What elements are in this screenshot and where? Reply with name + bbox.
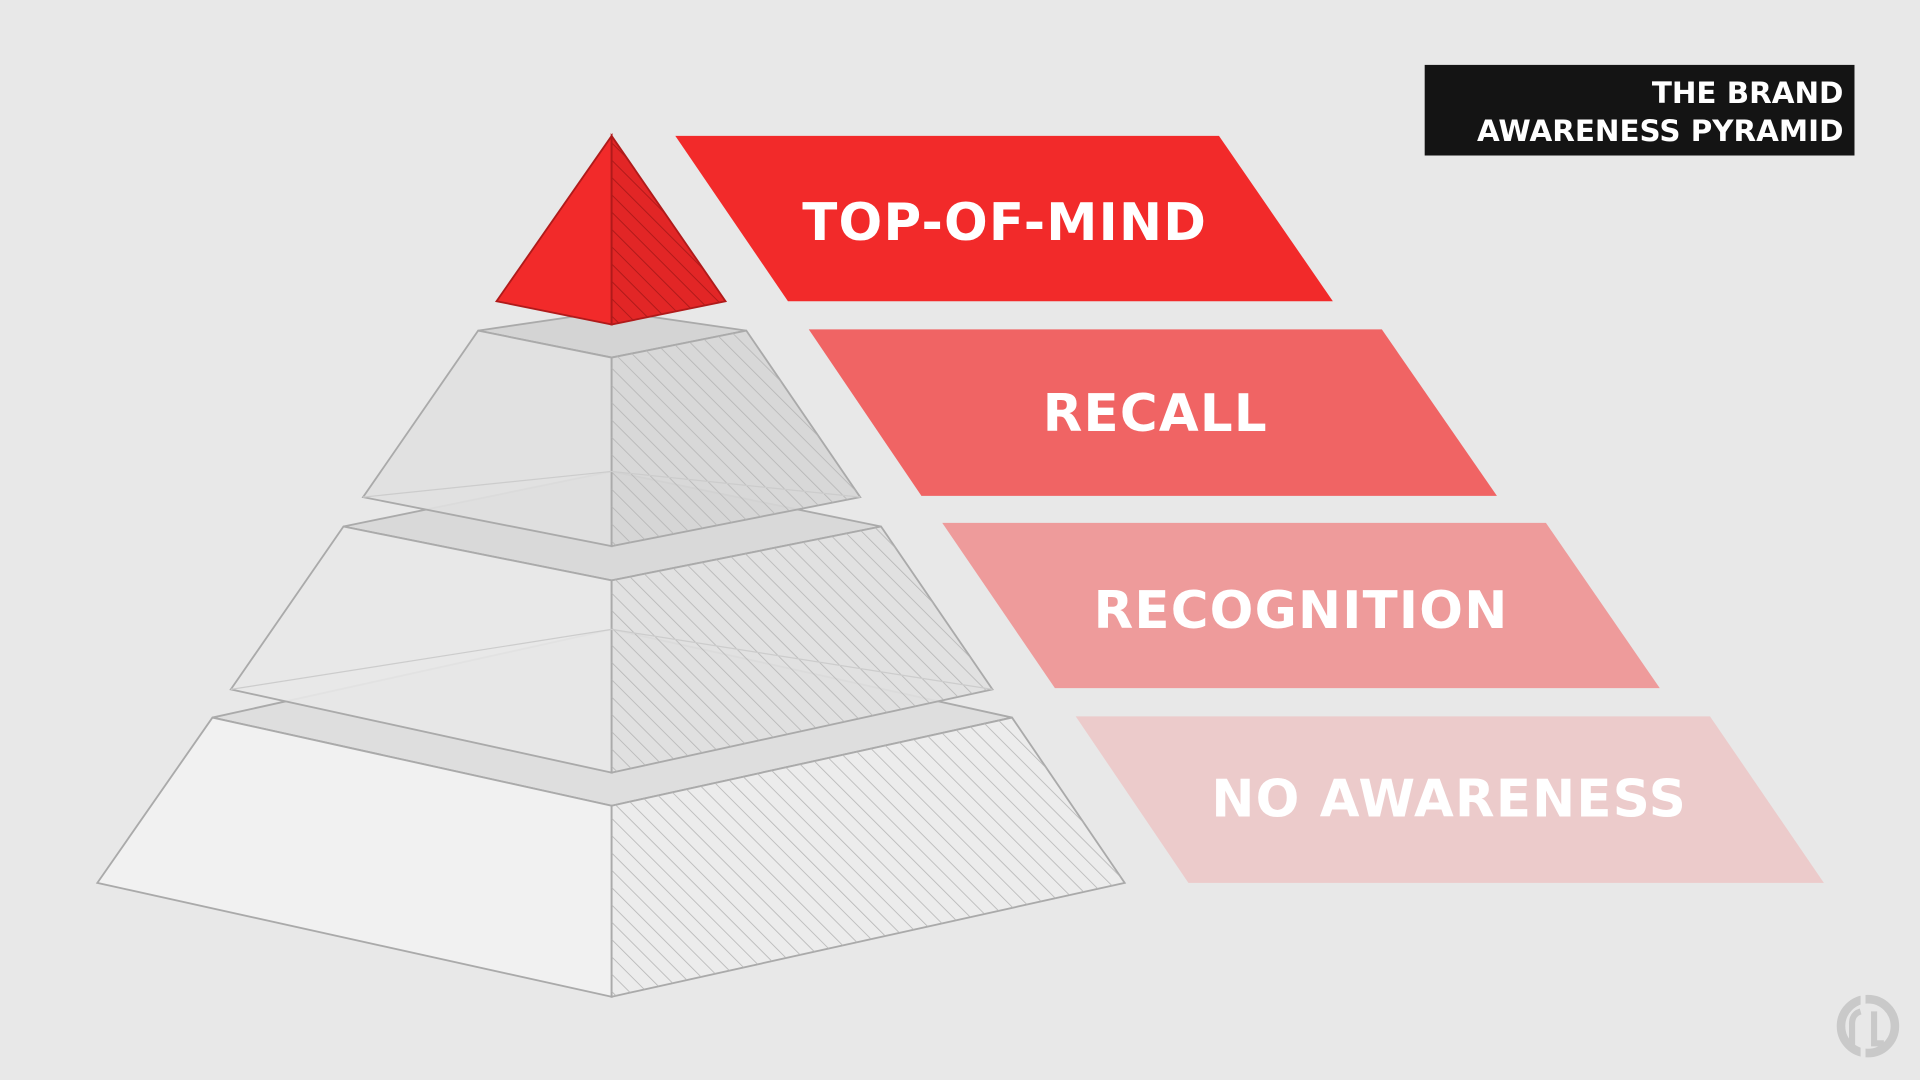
title-line-1: THE BRAND bbox=[1652, 76, 1844, 110]
level-label: NO AWARENESS bbox=[1211, 770, 1687, 830]
monogram-logo-icon bbox=[1836, 994, 1900, 1058]
level-band-recognition: RECOGNITION bbox=[942, 522, 1660, 689]
pyramid-tier-top-of-mind bbox=[494, 132, 728, 326]
title-box: THE BRAND AWARENESS PYRAMID bbox=[1424, 64, 1855, 156]
level-label: RECALL bbox=[1043, 384, 1268, 444]
title-line-2: AWARENESS PYRAMID bbox=[1477, 114, 1843, 148]
level-band-no-awareness: NO AWARENESS bbox=[1075, 716, 1824, 883]
pyramid-tier-recognition bbox=[229, 470, 994, 774]
level-band-recall: RECALL bbox=[808, 329, 1497, 496]
level-label: RECOGNITION bbox=[1094, 581, 1509, 641]
level-label: TOP-OF-MIND bbox=[802, 193, 1207, 253]
level-band-top-of-mind: TOP-OF-MIND bbox=[675, 135, 1333, 302]
pyramid-tier-recall bbox=[361, 310, 862, 548]
